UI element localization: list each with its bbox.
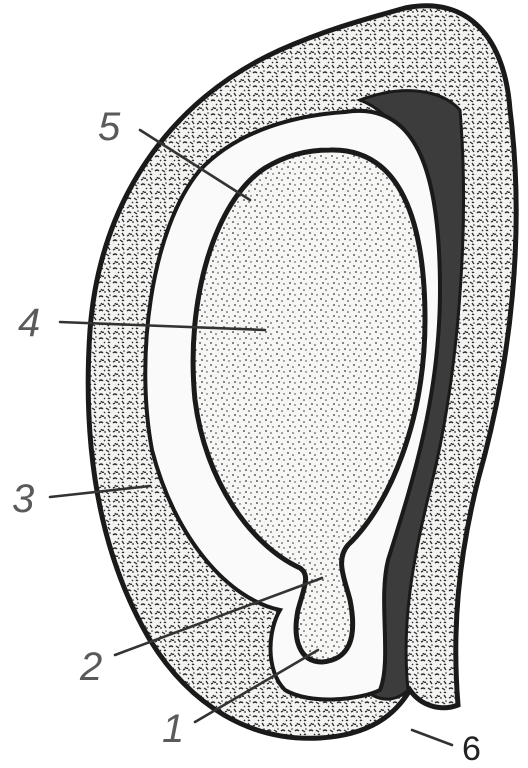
label-6: 6: [462, 730, 481, 768]
label-5: 5: [98, 105, 121, 149]
label-1: 1: [162, 707, 184, 751]
label-3: 3: [12, 477, 34, 521]
label-2: 2: [79, 645, 102, 689]
label-4: 4: [18, 301, 40, 345]
leader-line-6: [412, 730, 452, 745]
